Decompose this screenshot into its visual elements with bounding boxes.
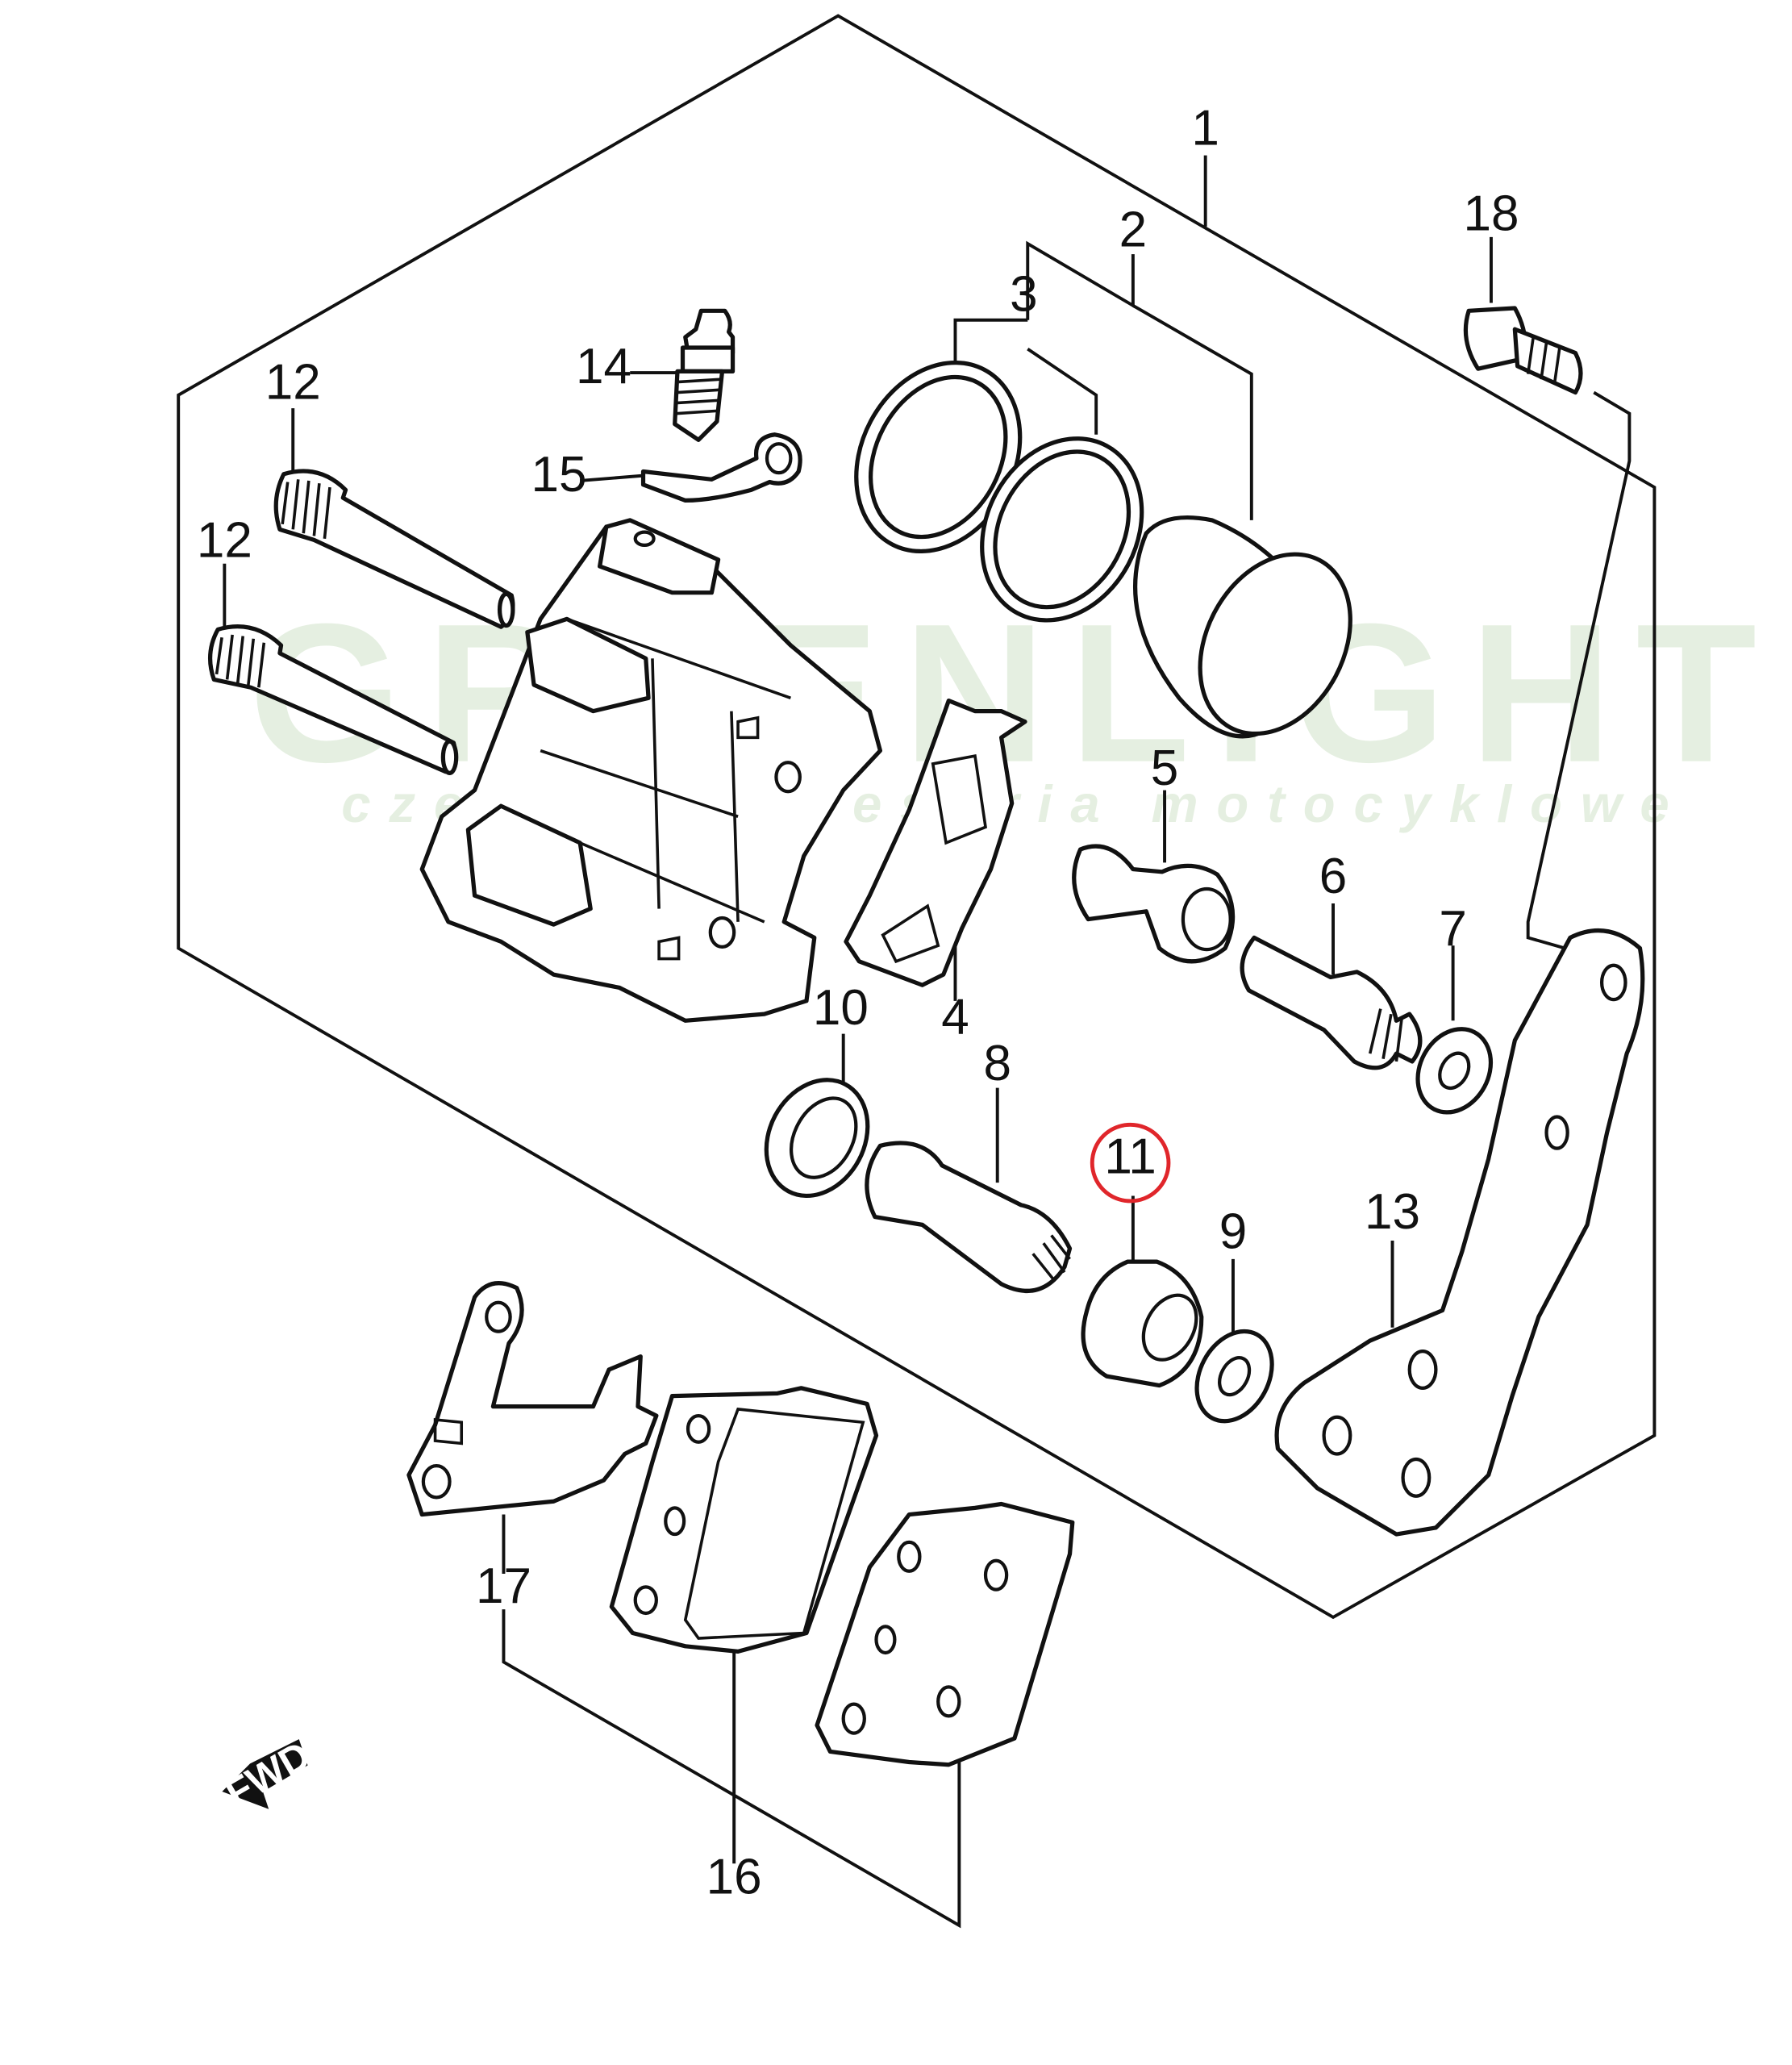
callout-7: 7 — [1439, 901, 1467, 957]
callout-1: 1 — [1191, 101, 1219, 156]
callout-15: 15 — [531, 447, 587, 503]
part-16-brake-pad-outer — [815, 1501, 1075, 1767]
callout-14: 14 — [576, 339, 631, 394]
part-4-pad-spring — [844, 698, 1027, 987]
callout-16: 16 — [706, 1850, 762, 1905]
part-12-guide-pin-lower — [207, 624, 459, 775]
fwd-label: FWD — [219, 1733, 319, 1817]
part-5-sleeve — [1072, 844, 1236, 964]
callout-6: 6 — [1319, 849, 1347, 904]
callout-11-highlight-ring — [1090, 1122, 1171, 1204]
part-1-caliper-body — [419, 518, 883, 1023]
callout-9: 9 — [1219, 1204, 1248, 1260]
part-15-bracket — [640, 432, 802, 503]
callout-18: 18 — [1463, 186, 1519, 242]
callout-10: 10 — [813, 980, 869, 1036]
part-10-boot — [764, 1078, 870, 1199]
callout-17: 17 — [476, 1558, 531, 1614]
part-16-brake-pad-inner — [609, 1386, 879, 1654]
part-18-bolt — [1463, 306, 1583, 395]
part-13-caliper-bracket — [1274, 928, 1645, 1537]
part-8-sleeve-pin — [865, 1141, 1073, 1293]
callout-11: 11 — [1104, 1129, 1156, 1185]
callout-8: 8 — [983, 1036, 1011, 1091]
callout-13: 13 — [1365, 1184, 1420, 1240]
part-14-bleeder-screw — [673, 308, 736, 442]
callout-12-upper: 12 — [265, 355, 321, 411]
leader-lines — [223, 155, 1632, 1929]
callout-12-lower: 12 — [197, 513, 252, 569]
assembly-outline — [177, 14, 1657, 1620]
part-3-piston-seals — [854, 361, 1144, 623]
fwd-direction-marker: FWD — [219, 1733, 319, 1817]
callout-4: 4 — [941, 990, 969, 1045]
part-12-guide-pin-upper — [273, 469, 515, 629]
part-6-bolt — [1240, 935, 1423, 1070]
callout-5: 5 — [1151, 740, 1179, 796]
part-2-piston — [1133, 515, 1352, 739]
part-9-washer — [1194, 1329, 1274, 1424]
callout-labels: 1 2 3 4 5 6 7 8 9 10 11 12 12 13 14 15 1… — [197, 101, 1519, 1905]
part-11-boot — [1081, 1259, 1204, 1388]
callout-3: 3 — [1010, 266, 1037, 322]
part-17-pad-retainer — [406, 1281, 659, 1517]
part-7-washer — [1415, 1027, 1494, 1115]
callout-2: 2 — [1119, 202, 1148, 257]
